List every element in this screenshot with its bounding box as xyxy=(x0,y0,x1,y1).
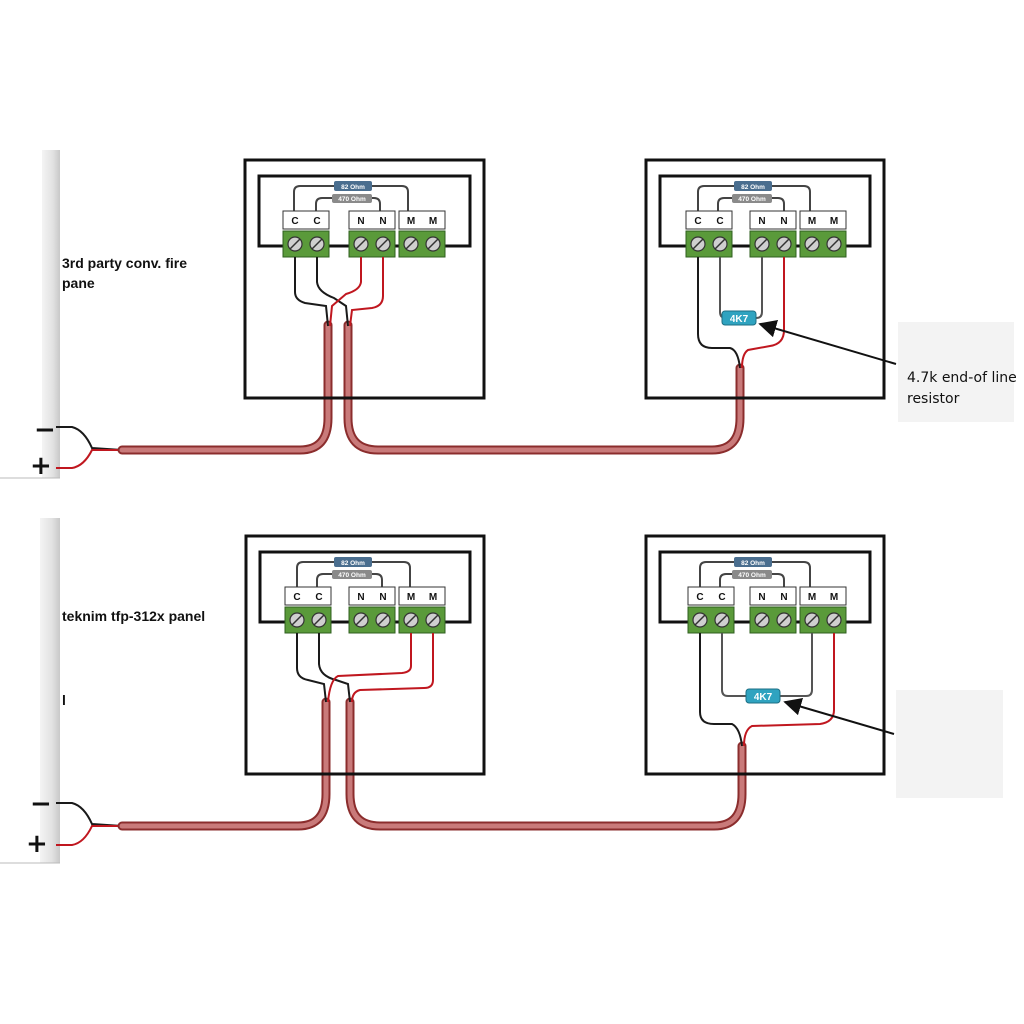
panel-wire-red-top xyxy=(56,449,122,469)
svg-text:4K7: 4K7 xyxy=(730,314,749,325)
svg-text:M: M xyxy=(429,592,437,603)
screw-terminals-2 xyxy=(685,230,847,258)
svg-text:C: C xyxy=(315,592,322,603)
panel-label-bottom: teknim tfp-312x panel l xyxy=(62,608,209,708)
ohm-links-2: 82 Ohm 470 Ohm xyxy=(697,181,811,212)
svg-text:M: M xyxy=(407,592,415,603)
svg-text:M: M xyxy=(808,216,816,227)
control-panel-edge-top xyxy=(42,150,60,478)
terminal-labels-4: C C N N M M xyxy=(687,586,847,606)
svg-text:82 Ohm: 82 Ohm xyxy=(341,560,365,567)
svg-text:M: M xyxy=(429,216,437,227)
panel-top-section: 3rd party conv. fire pane − + 82 Ohm 470… xyxy=(0,150,1021,481)
resistor-leg-left-det4 xyxy=(721,633,748,697)
svg-text:M: M xyxy=(407,216,415,227)
svg-text:N: N xyxy=(379,216,386,227)
svg-text:M: M xyxy=(808,592,816,603)
wire-black-c1-det4 xyxy=(699,633,743,747)
callout-arrow-bottom xyxy=(783,697,895,735)
svg-text:C: C xyxy=(696,592,703,603)
detector-base-1: 82 Ohm 470 Ohm C C N N M M xyxy=(243,158,486,400)
wire-red-m1-det3 xyxy=(327,633,412,703)
svg-text:82 Ohm: 82 Ohm xyxy=(741,184,765,191)
resistor-leg-right-det2 xyxy=(752,257,763,319)
svg-text:N: N xyxy=(780,592,787,603)
screw-terminals-1 xyxy=(282,230,446,258)
svg-text:N: N xyxy=(758,592,765,603)
panel-wire-black-bottom xyxy=(56,802,123,827)
detector-base-3: 82 Ohm 470 Ohm C C N N M M xyxy=(244,534,486,776)
plus-terminal-bottom: + xyxy=(26,829,48,859)
wire-black-c2-det1 xyxy=(316,257,349,327)
ohm-links-1: 82 Ohm 470 Ohm xyxy=(293,181,409,212)
terminal-labels-3: C C N N M M xyxy=(284,586,446,606)
wire-black-c1-det1 xyxy=(294,257,329,327)
eol-resistor-top: 4K7 xyxy=(721,310,757,326)
detector-base-2: 82 Ohm 470 Ohm C C N N M M xyxy=(644,158,886,400)
wire-red-m2-det3 xyxy=(351,633,434,703)
wire-red-n2-det1 xyxy=(349,257,384,327)
svg-text:M: M xyxy=(830,592,838,603)
svg-text:470 Ohm: 470 Ohm xyxy=(738,572,766,579)
minus-terminal-bottom: − xyxy=(30,789,52,819)
wire-black-c1-det2 xyxy=(697,257,741,369)
control-panel-edge-bottom xyxy=(40,518,60,863)
panel-bottom-section: teknim tfp-312x panel l − + 82 Ohm 470 O… xyxy=(0,518,1003,864)
plus-terminal-top: + xyxy=(30,451,52,481)
screw-terminals-3 xyxy=(284,606,446,634)
cable-panel-to-detector-3 xyxy=(117,697,331,831)
resistor-leg-right-det4 xyxy=(778,633,813,697)
callout-box-bottom xyxy=(896,690,1003,798)
wire-red-n2-det2 xyxy=(741,257,785,369)
eol-resistor-bottom: 4K7 xyxy=(745,688,781,704)
panel-wire-black-top xyxy=(56,426,123,451)
svg-text:470 Ohm: 470 Ohm xyxy=(338,572,366,579)
svg-text:C: C xyxy=(716,216,723,227)
svg-text:C: C xyxy=(313,216,320,227)
wire-black-c2-det3 xyxy=(318,633,351,703)
tag-82-ohm: 82 Ohm xyxy=(341,184,365,191)
svg-text:N: N xyxy=(357,216,364,227)
callout-arrow-top xyxy=(758,319,897,365)
tag-470-ohm: 470 Ohm xyxy=(338,196,366,203)
svg-text:82 Ohm: 82 Ohm xyxy=(741,560,765,567)
panel-label-top: 3rd party conv. fire pane xyxy=(62,255,191,291)
minus-terminal-top: − xyxy=(34,415,56,445)
cable-detector-3-to-4 xyxy=(345,697,747,831)
ohm-links-4: 82 Ohm 470 Ohm xyxy=(699,557,811,588)
svg-text:N: N xyxy=(379,592,386,603)
svg-text:N: N xyxy=(758,216,765,227)
cable-detector-1-to-2 xyxy=(343,320,745,455)
callout-text: 4.7k end-of line resistor xyxy=(907,370,1021,407)
svg-text:C: C xyxy=(293,592,300,603)
terminal-labels-2: C C N N M M xyxy=(685,210,847,230)
panel-wire-red-bottom xyxy=(56,825,122,846)
svg-text:470 Ohm: 470 Ohm xyxy=(738,196,766,203)
resistor-leg-left-det2 xyxy=(719,257,727,319)
wire-black-c1-det3 xyxy=(296,633,327,703)
svg-text:M: M xyxy=(830,216,838,227)
svg-text:C: C xyxy=(694,216,701,227)
svg-text:N: N xyxy=(780,216,787,227)
terminal-labels-1: C C N N M M xyxy=(282,210,446,230)
cable-panel-to-detector-1 xyxy=(117,320,333,455)
svg-text:C: C xyxy=(291,216,298,227)
wire-red-n1-det1 xyxy=(329,257,362,327)
callout-box-top xyxy=(898,322,1014,422)
svg-text:4K7: 4K7 xyxy=(754,692,773,703)
screw-terminals-4 xyxy=(687,606,847,634)
svg-text:C: C xyxy=(718,592,725,603)
detector-base-4: 82 Ohm 470 Ohm C C N N M M xyxy=(644,534,886,776)
ohm-links-3: 82 Ohm 470 Ohm xyxy=(296,557,411,588)
wire-red-m2-det4 xyxy=(743,633,835,747)
svg-text:N: N xyxy=(357,592,364,603)
